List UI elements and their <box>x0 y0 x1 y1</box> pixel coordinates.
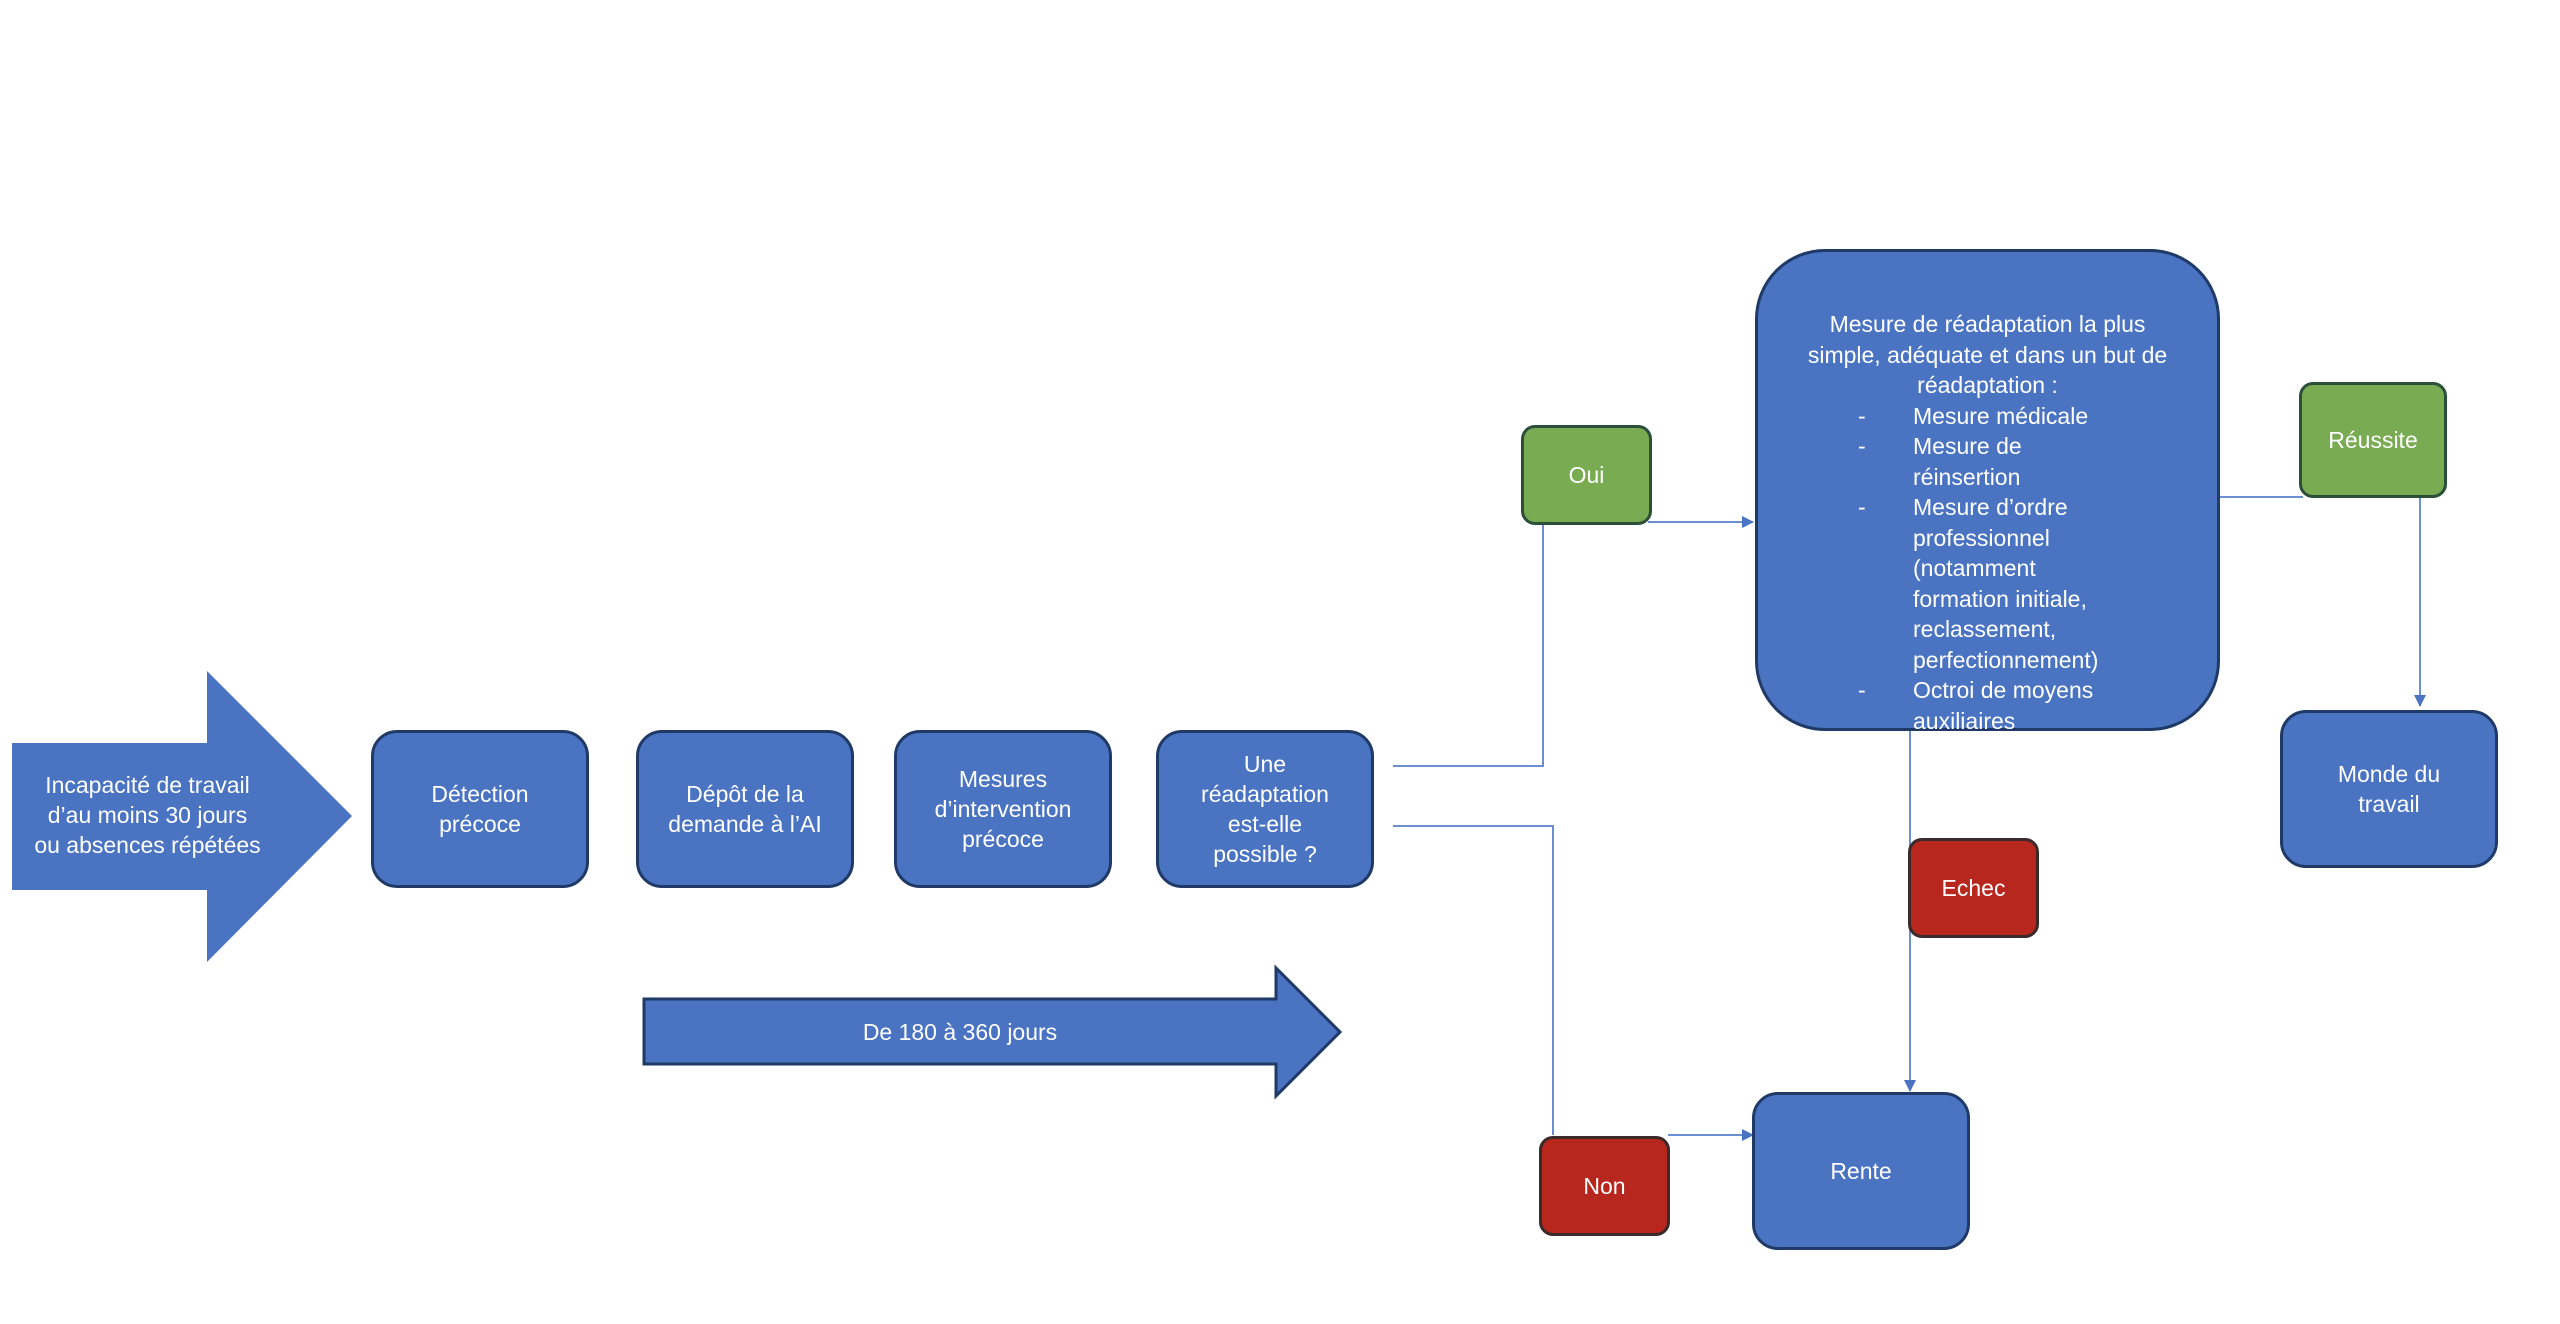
yes-label: Oui <box>1521 425 1652 525</box>
start-arrow-shape <box>12 671 352 962</box>
list-bullet: - <box>1858 677 1866 703</box>
rehab-measures-intro: Mesure de réadaptation la plus simple, a… <box>1807 311 2168 398</box>
list-bullet: - <box>1858 494 1866 520</box>
connector-question-to-non <box>1393 825 1554 1135</box>
success-label: Réussite <box>2299 382 2447 498</box>
duration-arrow-shape <box>642 964 1343 1100</box>
step-ai-application: Dépôt de la demande à l’AI <box>636 730 854 888</box>
outcome-world-of-work: Monde du travail <box>2280 710 2498 868</box>
duration-arrow-label: De 180 à 360 jours <box>862 1019 1058 1045</box>
rehab-measure-item: - Octroi de moyens auxiliaires <box>1858 675 2118 736</box>
rehab-measures-list: -Mesure médicale -Mesure de réinsertion … <box>1758 401 2118 737</box>
rehab-measure-text: Mesure médicale <box>1913 402 2089 429</box>
no-label: Non <box>1539 1136 1670 1236</box>
step-rehab-question: Une réadaptation est-elle possible ? <box>1156 730 1374 888</box>
start-arrow-label: Incapacité de travail d’au moins 30 jour… <box>34 772 261 858</box>
list-bullet: - <box>1858 402 1866 429</box>
rehab-measure-text: Octroi de moyens auxiliaires <box>1913 677 2094 734</box>
list-bullet: - <box>1858 433 1866 459</box>
connector-question-to-oui <box>1393 524 1544 767</box>
rehab-measure-item: - Mesure d’ordre professionnel (notamment… <box>1858 492 2118 675</box>
rehab-measure-text: Mesure d’ordre professionnel (notamment … <box>1913 494 2099 673</box>
step-early-intervention: Mesures d’intervention précoce <box>894 730 1112 888</box>
rehab-measure-item: - Mesure de réinsertion <box>1858 431 2118 492</box>
rehab-measure-item: - Mesure médicale <box>1858 401 2118 432</box>
step-early-detection: Détection précoce <box>371 730 589 888</box>
failure-label: Echec <box>1908 838 2039 938</box>
rehab-measures-box: Mesure de réadaptation la plus simple, a… <box>1755 249 2220 734</box>
outcome-pension: Rente <box>1752 1092 1970 1250</box>
rehab-measure-text: Mesure de réinsertion <box>1913 433 2022 490</box>
